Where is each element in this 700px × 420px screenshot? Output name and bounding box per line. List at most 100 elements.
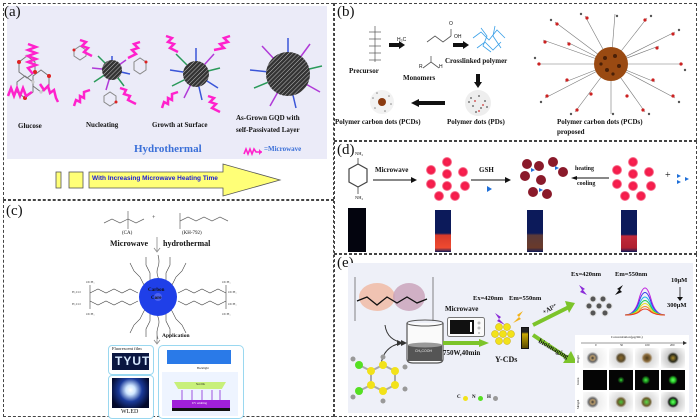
- pcds-proposed-line1: Polymer carbon dots (PCDs): [557, 118, 643, 126]
- stage-growth: Growth at Surface: [152, 121, 208, 129]
- precursor-label: Precursor: [349, 67, 379, 75]
- panel-b-label: (b): [337, 4, 355, 20]
- monomer-aldehyde-structure: [422, 56, 440, 69]
- grid-col-0: 0: [595, 343, 597, 347]
- imaging-grid: Concentration(μg/mL) 0 50 100 200 Bright…: [575, 335, 689, 413]
- emission-bolt-icon: [513, 311, 523, 323]
- vial-photo-3: [527, 210, 543, 252]
- cell-merged-2: [635, 392, 659, 412]
- panel-b: (b) H₃C OH O R H Precursor Monomers Cros…: [334, 3, 697, 141]
- heating-time-label: With Increasing Microwave Heating Time: [92, 175, 218, 182]
- kh792-structure: [179, 213, 229, 229]
- grid-row-bright: Bright: [576, 355, 580, 363]
- panel-d-label: (d): [337, 142, 355, 158]
- si-cds-layer: Si-CDs: [174, 382, 226, 389]
- pds-label: Polymer dots (PDs): [447, 118, 505, 126]
- curved-arrow-icon: [384, 324, 407, 346]
- step-microwave: Microwave: [110, 239, 149, 248]
- panel-d: (d) NH₂ NH₂ Microwave GSH heating coolin…: [334, 141, 697, 254]
- wled-card: WLED: [108, 375, 154, 419]
- svg-text:OCH₃: OCH₃: [222, 312, 231, 316]
- y-cds-vial: [521, 327, 529, 349]
- chem-oh: OH: [454, 34, 462, 40]
- arrow-icon: [453, 41, 469, 49]
- si-cds-label: Si-CDs: [196, 382, 205, 386]
- cell-merged-1: [609, 392, 633, 412]
- core-label-line1: Carbon: [148, 288, 165, 293]
- microwave-icon: [207, 94, 221, 114]
- ex-label-2: Ex=420nm: [571, 271, 602, 278]
- step-heating: heating: [575, 166, 595, 172]
- nh2-bottom: NH₂: [355, 195, 364, 200]
- microwave-label-e: Microwave: [445, 305, 479, 313]
- grid-col-1: 50: [620, 343, 623, 347]
- phenylenediamine-model: [350, 354, 408, 404]
- base-layer: [172, 408, 230, 411]
- stage-nucleating: Nucleating: [86, 121, 119, 129]
- legend-h-label: H: [487, 395, 491, 400]
- microwave-oven-icon: [447, 317, 485, 337]
- cell-green-3: [661, 370, 685, 390]
- legend-c-label: C: [457, 395, 461, 400]
- reagent-ca: (CA): [122, 231, 133, 236]
- citric-acid-structure: [103, 211, 145, 229]
- backlight-mid-label: Backlight: [197, 366, 209, 370]
- application-label: Application: [162, 333, 190, 339]
- method-hydrothermal: Hydrothermal: [134, 143, 202, 155]
- legend-c-swatch: [463, 396, 468, 401]
- red-carbon-dots: [426, 157, 470, 201]
- grid-col-3: 200: [670, 343, 675, 347]
- panel-c: (c) (CA) + (KH-792) Microwave hydrotherm…: [3, 200, 334, 419]
- cell-green-2: [635, 370, 659, 390]
- film-image: TYUT: [112, 353, 149, 370]
- chem-o: O: [449, 21, 453, 27]
- chitosan-structure: [354, 277, 434, 321]
- uv-emitting-layer: UV emitting: [172, 400, 230, 408]
- grid-row-green: Green: [576, 377, 580, 385]
- panel-a: (a): [3, 3, 334, 200]
- pcd-proposed-structure: [533, 12, 687, 116]
- arrow-down-icon: [474, 74, 482, 88]
- cell-merged-3: [661, 392, 685, 412]
- uv-emitting-label: UV emitting: [192, 401, 208, 405]
- excitation-bolt-icon: [579, 285, 587, 295]
- wled-image: [112, 378, 149, 408]
- beaker-icon: [406, 319, 444, 364]
- quenched-carbon-dots: [520, 157, 568, 199]
- excitation-bolt-icon: [495, 313, 505, 325]
- arrow-left-icon: [411, 99, 445, 107]
- pcds-proposed-line2: proposed: [557, 128, 585, 136]
- fluorescent-film-card: Fluorescent film TYUT: [108, 345, 154, 375]
- cell-green-1: [609, 370, 633, 390]
- conc-bottom-label: 300μM: [667, 302, 687, 309]
- condition-label: 750W,40min: [443, 349, 481, 357]
- svg-text:OCH₃: OCH₃: [86, 280, 95, 284]
- microwave-icon: [72, 88, 91, 107]
- uv-rays: [181, 390, 221, 400]
- step-hydrothermal: hydrothermal: [163, 239, 211, 248]
- solvent-label: CH₃COOH: [415, 349, 432, 353]
- bioimaging-arrow: [531, 333, 577, 363]
- gqd-particle: [249, 38, 323, 109]
- growth-particle: [169, 48, 221, 101]
- grid-col-2: 100: [645, 343, 650, 347]
- microwave-icon: [24, 42, 40, 75]
- nucleating-particle: [72, 45, 148, 107]
- core-label-line2: Core: [151, 296, 162, 301]
- panel-c-label: (c): [6, 203, 23, 219]
- precursor-structure: [369, 26, 381, 62]
- heating-time-arrow: [55, 163, 282, 197]
- wled-label: WLED: [121, 409, 139, 415]
- recovered-carbon-dots: [612, 157, 656, 201]
- microwave-icon: [160, 90, 179, 109]
- grid-row-merged: Merged: [576, 399, 580, 409]
- microwave-legend-label: =Microwave: [264, 145, 302, 153]
- backlight-diagram: Si-CDs UV emitting: [162, 372, 238, 416]
- reversible-arrow-icon: [571, 176, 609, 180]
- vial-photo-1: [348, 208, 366, 252]
- legend-n-swatch: [478, 396, 483, 401]
- y-cds-cluster: [491, 323, 515, 345]
- display-image: [167, 350, 231, 364]
- cell-merged-0: [583, 392, 607, 412]
